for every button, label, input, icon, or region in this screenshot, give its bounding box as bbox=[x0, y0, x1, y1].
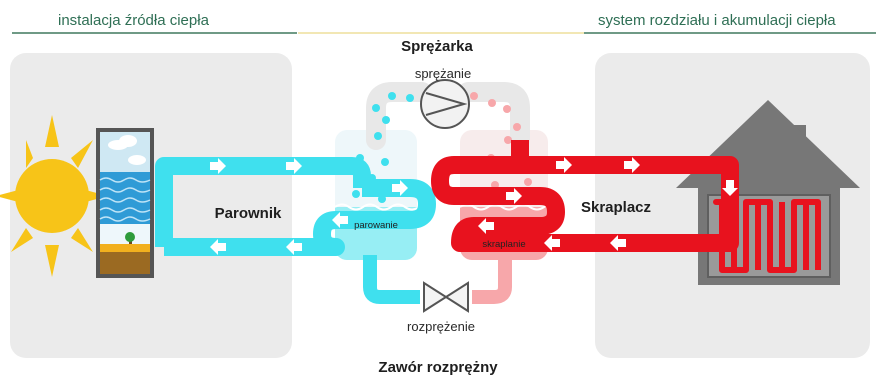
distribution-system-heading: system rozdziału i akumulacji ciepła bbox=[598, 12, 836, 29]
middle-heading-rule bbox=[298, 32, 584, 34]
condenser-pipes bbox=[431, 140, 739, 252]
left-heading-rule bbox=[12, 32, 297, 34]
sun-icon bbox=[0, 115, 108, 277]
source-installation-heading: instalacja źródła ciepła bbox=[58, 12, 209, 29]
compression-label: sprężanie bbox=[415, 66, 471, 81]
flow-arrows bbox=[210, 157, 738, 255]
condenser-title: Skraplacz bbox=[581, 199, 651, 216]
expansion-line bbox=[363, 255, 512, 304]
evaporator-title: Parownik bbox=[215, 205, 282, 222]
compressor-icon bbox=[420, 79, 470, 129]
expansion-label: rozprężenie bbox=[407, 319, 475, 334]
compressor-title: Sprężarka bbox=[401, 38, 473, 55]
evaporation-label: parowanie bbox=[354, 220, 398, 231]
expansion-valve-title: Zawór rozprężny bbox=[378, 359, 498, 376]
right-heading-rule bbox=[584, 32, 876, 34]
expansion-valve-icon bbox=[423, 281, 469, 313]
evaporator-tank bbox=[335, 130, 417, 260]
ground-water-strip-icon bbox=[96, 128, 154, 278]
evaporator-pipes bbox=[154, 157, 436, 256]
condensation-label: skraplanie bbox=[482, 239, 525, 250]
